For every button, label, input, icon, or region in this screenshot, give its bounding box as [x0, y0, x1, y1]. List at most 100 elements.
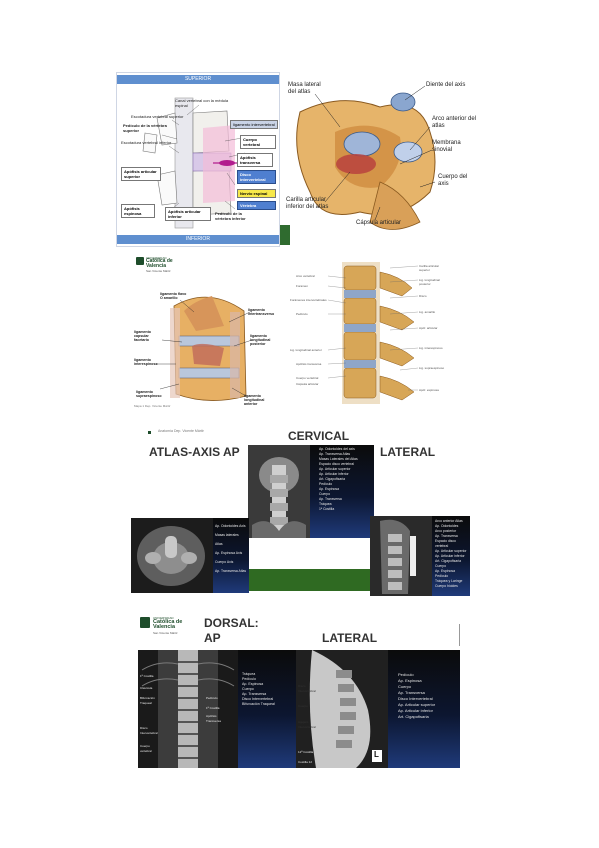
flavo-label: ligamento flavo O amarillo — [160, 292, 187, 300]
logo-line2: Católica de — [146, 258, 173, 264]
ligaments-panel: UNIVERSIDAD Católica de Valencia San Vic… — [134, 256, 289, 408]
lumbar-left-8: Cápsula articular — [296, 382, 319, 386]
cervical-ap-legend: Ap. Odontoides del axis Ap. Transversa A… — [319, 447, 358, 511]
long-ant-label: ligamento longitudinal anterior — [244, 394, 265, 406]
dorsal-ap-mid-1: Pedículo — [206, 696, 218, 700]
cuerpo-vertebral-box: Cuerpo vertebral — [240, 135, 276, 149]
dorsal-ap-left-2: Clavícula — [140, 686, 153, 690]
lumbar-right-7: Lig. supraespinoso — [419, 366, 445, 370]
lumbar-right-3: Disco — [419, 294, 427, 298]
logo-line3: Valencia — [146, 263, 167, 269]
apofisis-transversa-box: Apófisis transversa — [237, 153, 273, 167]
superior-banner: SUPERIOR — [117, 75, 279, 84]
disco-box: Disco intervertebral — [237, 170, 276, 184]
dorsal-ap-mid-2: 1ª Costilla — [206, 706, 220, 710]
dorsal-logo-line3: Valencia — [153, 624, 176, 630]
intervertebral-diagram-panel: SUPERIOR Canal vertebral con la mé — [116, 72, 280, 247]
dorsal-logo: UNIVERSIDAD Católica de Valencia San Vic… — [140, 616, 200, 638]
dorsal-lateral-xray: L Disco Intervertebral Cuerpo Agujero In… — [296, 650, 460, 768]
dorsal-lat-left-4: 12ª Costilla — [298, 750, 314, 754]
atlas-axis-title: ATLAS-AXIS AP — [149, 445, 240, 459]
lumbar-right-2: Lig. longitudinal posterior — [419, 278, 440, 286]
dorsal-ap-title: AP — [204, 631, 221, 645]
dorsal-lat-left-1: Disco Intervertebral — [298, 684, 316, 693]
green-strip — [248, 569, 374, 591]
pediculo-inferior-label: Pedículo de la vértebra inferior — [215, 211, 246, 221]
cervical-ap-xray: Ap. Odontoides del axis Ap. Transversa A… — [248, 445, 374, 538]
canal-label: Canal vertebral con la médula espinal — [175, 98, 229, 108]
arco-atlas-label: Arco anterior del atlas — [432, 116, 477, 129]
lumbar-left-6: Apófisis transversa — [296, 362, 322, 366]
lumbar-left-3: Forámenes intervertebrales — [290, 298, 327, 302]
carilla-label: Carilla articular inferior del atlas — [286, 197, 329, 210]
lumbar-left-5: Lig. longitudinal anterior — [290, 348, 322, 352]
dorsal-lat-legend: Pedículo Ap. Espinosa Cuerpo Ap. Transve… — [398, 672, 436, 719]
dorsal-ap-left-1: 1ª Costilla — [140, 674, 154, 678]
vertebra-schematic — [142, 97, 246, 229]
lumbar-illustration — [327, 262, 419, 404]
diente-axis-label: Diente del axis — [426, 82, 466, 88]
apofisis-articular-superior-box: Apófisis articular superior — [121, 167, 161, 181]
dorsal-ap-xray: 1ª Costilla Clavícula Bifurcación Traque… — [138, 650, 296, 768]
cuerpo-axis-label: Cuerpo del axis — [438, 174, 468, 187]
lumbar-right-4: Lig. amarillo — [419, 310, 436, 314]
shield-icon — [136, 257, 144, 265]
cervical-lateral-image — [370, 516, 432, 596]
atlas-axis-illustration-panel: Masa lateral del atlas Diente del axis A… — [280, 72, 483, 245]
atlas-ap-image — [131, 518, 213, 593]
dorsal-lat-left-3: Agujero Intervertebral — [298, 720, 316, 729]
ligaments-illustration — [156, 296, 253, 401]
membrana-label: Membrana sinovial — [432, 140, 461, 153]
green-accent — [280, 225, 290, 245]
lumbar-left-2: Foramen — [296, 284, 309, 288]
shield-icon — [140, 617, 150, 628]
logo-line4: San Vicente Mártir — [146, 269, 171, 273]
inferior-banner: INFERIOR — [117, 235, 279, 244]
dorsal-ap-image — [138, 650, 238, 768]
dorsal-lateral-image — [296, 650, 388, 768]
cervical-title: CERVICAL — [288, 429, 350, 443]
lateral-title: LATERAL — [380, 445, 436, 459]
xray-header-small: Anatomía Dep. Vicente Mártir — [158, 429, 204, 433]
logo-line1: UNIVERSIDAD — [146, 256, 167, 260]
atlas-legend: Ap. Odontoides Axis Masas laterales Atla… — [215, 524, 247, 573]
intertransverso-label: ligamento intertransverso — [248, 308, 275, 316]
capsula-label: Cápsula articular — [356, 220, 402, 226]
atlas-ap-xray: Ap. Odontoides Axis Masas laterales Atla… — [131, 518, 249, 593]
interespinoso-label: ligamento interespinoso — [134, 358, 158, 366]
apofisis-articular-inferior-box: Apófisis articular inferior — [165, 207, 211, 221]
ligamento-label: ligamento intervertebral — [230, 120, 278, 129]
dorsal-lat-left-2: Cuerpo — [298, 704, 308, 708]
dorsal-title: DORSAL: — [204, 616, 259, 630]
lateral-legend: Arco anterior Atlas Ap. Odontoides Arco … — [435, 519, 467, 588]
escotadura-inferior-label: Escotadura vertebral inferior — [121, 140, 172, 145]
lumbar-left-7: Cuerpo vertebral — [296, 376, 319, 380]
dorsal-logo-line2: Católica de — [153, 619, 183, 625]
dorsal-ap-left-3: Bifurcación Traqueal — [140, 696, 155, 705]
supraespinoso-label: ligamento supraespinoso — [136, 390, 162, 398]
dorsal-lateral-title: LATERAL — [322, 631, 378, 645]
dorsal-logo-line1: UNIVERSIDAD — [153, 616, 174, 620]
cervical-ap-image — [248, 445, 310, 538]
dorsal-ap-left-4: Disco Intervertebral — [140, 726, 158, 735]
dorsal-logo-line4: San Vicente Mártir — [153, 631, 178, 635]
pediculo-superior-label: Pedículo de la vértebra superior — [123, 123, 167, 133]
lumbar-right-8: Apóf. espinosa — [419, 388, 439, 392]
masa-lateral-label: Masa lateral del atlas — [288, 82, 321, 95]
apofisis-espinosa-box: Apófisis espinosa — [121, 204, 155, 218]
atlas-axis-illustration — [296, 85, 436, 230]
dorsal-ap-legend: Tráquea Pedículo Ap. Espinosa Cuerpo Ap.… — [242, 672, 275, 706]
long-post-label: ligamento longitudinal posterior — [250, 334, 271, 346]
capsular-label: ligamento capsular facetario — [134, 330, 151, 342]
divider — [459, 624, 460, 646]
lumbar-left-1: Arco vertebral — [296, 274, 315, 278]
vertebra-box: Vértebra — [237, 201, 276, 210]
small-logo-icon — [148, 431, 151, 434]
dorsal-lat-left-5: Costilla 12 — [298, 760, 313, 764]
panel3-caption: Mapa 1 Dep. Vicente Mártir — [134, 404, 171, 408]
lumbar-section-panel: Arco vertebral Foramen Forámenes interve… — [290, 258, 448, 408]
lumbar-right-5: Apóf. articular — [419, 326, 438, 330]
lumbar-right-6: Lig. interespinoso — [419, 346, 443, 350]
lumbar-left-4: Pedículo — [296, 312, 308, 316]
nervio-box: Nervio espinal — [237, 189, 276, 198]
